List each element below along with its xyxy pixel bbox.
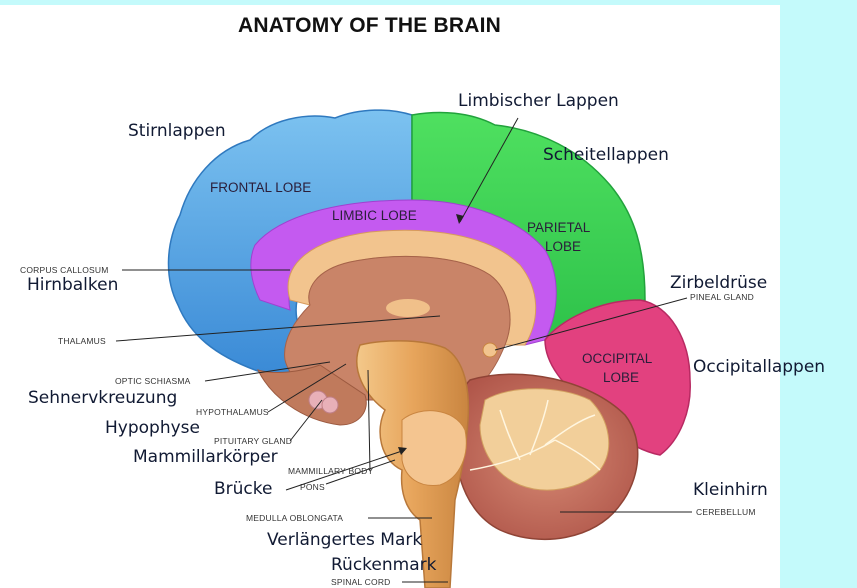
label-pons: PONS (300, 482, 325, 492)
label-pineal-gland: PINEAL GLAND (690, 292, 754, 302)
occipital-lobe-label-line2: LOBE (603, 370, 640, 385)
label-cerebellum: CEREBELLUM (696, 507, 756, 517)
label-hypothalamus: HYPOTHALAMUS (196, 407, 269, 417)
label-de-kleinhirn: Kleinhirn (693, 480, 768, 500)
label-thalamus: THALAMUS (58, 336, 106, 346)
pineal-shape (482, 342, 498, 358)
occipital-lobe-label-line1: OCCIPITAL (582, 351, 653, 366)
label-optic-chiasma: OPTIC SCHIASMA (115, 376, 191, 386)
parietal-lobe-label-line1: PARIETAL (527, 220, 591, 235)
label-de-scheitellappen: Scheitellappen (543, 145, 669, 165)
pons-arrowhead (398, 447, 407, 455)
label-de-hirnbalken: Hirnbalken (27, 275, 119, 295)
arbor-branches (469, 399, 601, 471)
label-medulla-oblongata: MEDULLA OBLONGATA (246, 513, 344, 523)
mammillary-shape (321, 396, 339, 414)
pons-shape (401, 410, 467, 487)
leader-lines (115, 117, 692, 583)
parietal-lobe-label-line2: LOBE (545, 239, 582, 254)
label-de-sehnervkreuzung: Sehnervkreuzung (28, 388, 178, 408)
label-de-stirnlappen: Stirnlappen (128, 121, 226, 141)
label-de-verlaengertes-mark: Verlängertes Mark (267, 530, 423, 550)
label-de-hypophyse: Hypophyse (105, 418, 200, 438)
label-de-zirbeldruese: Zirbeldrüse (670, 273, 768, 293)
thalamus-shape (386, 299, 430, 317)
label-de-limbischer-lappen: Limbischer Lappen (458, 91, 619, 111)
label-de-bruecke: Brücke (214, 479, 273, 499)
limbic-arrowhead (456, 214, 464, 224)
label-de-mammillarkoerper: Mammillarkörper (133, 447, 278, 467)
label-mammillary-body: MAMMILLARY BODY (288, 466, 374, 476)
label-spinal-cord: SPINAL CORD (331, 577, 391, 587)
label-corpus-callosum: CORPUS CALLOSUM (20, 265, 109, 275)
label-de-occipitallappen: Occipitallappen (693, 357, 826, 377)
frontal-lobe-label: FRONTAL LOBE (210, 180, 312, 195)
limbic-lobe-label: LIMBIC LOBE (332, 208, 417, 223)
diagram-title: ANATOMY OF THE BRAIN (238, 14, 502, 37)
label-de-rueckenmark: Rückenmark (331, 555, 437, 575)
label-pituitary-gland: PITUITARY GLAND (214, 436, 293, 446)
